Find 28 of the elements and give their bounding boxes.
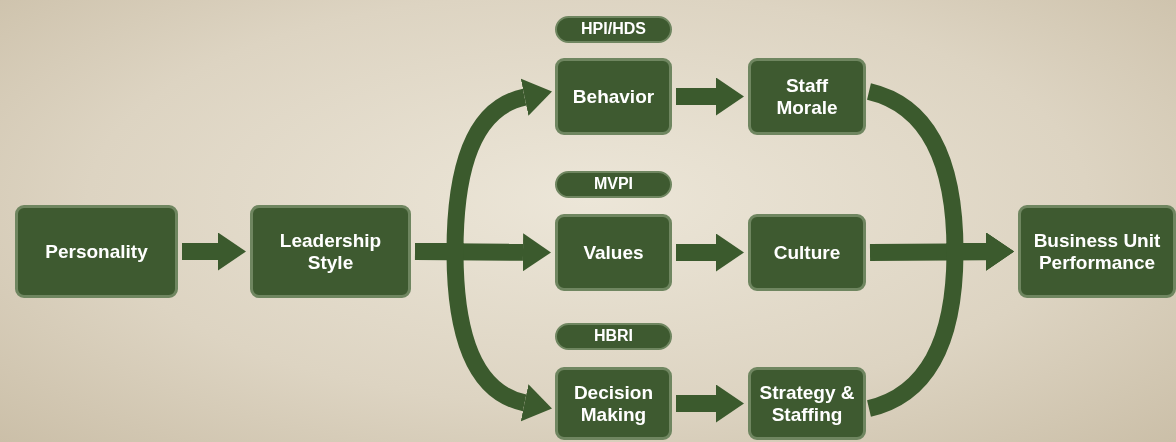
box-label: Staff Morale — [775, 74, 839, 119]
process-box — [748, 58, 866, 135]
arrow — [676, 77, 744, 116]
tag-pill — [555, 323, 672, 350]
arrow — [676, 384, 744, 423]
box-label: MVPI — [593, 175, 634, 194]
tag-pill — [555, 16, 672, 43]
box-label: Business Unit Performance — [1032, 229, 1162, 274]
box-label: Values — [583, 241, 644, 264]
box-label: Personality — [45, 240, 148, 263]
tag-pill — [555, 171, 672, 198]
box-label: Strategy & Staffing — [758, 381, 856, 426]
box-label: HPI/HDS — [581, 20, 646, 39]
box-label: Culture — [773, 241, 841, 264]
arrow — [676, 233, 744, 272]
arrow — [182, 232, 246, 271]
process-box — [250, 205, 411, 298]
process-box — [555, 214, 672, 291]
box-label: Leadership Style — [278, 229, 383, 274]
process-box — [555, 367, 672, 440]
process-box — [748, 367, 866, 440]
box-label: HBRI — [593, 327, 634, 346]
process-box — [555, 58, 672, 135]
box-label: Behavior — [572, 85, 655, 108]
box-label: Decision Making — [572, 381, 655, 426]
process-box — [1018, 205, 1176, 298]
process-box — [15, 205, 178, 298]
process-box — [748, 214, 866, 291]
